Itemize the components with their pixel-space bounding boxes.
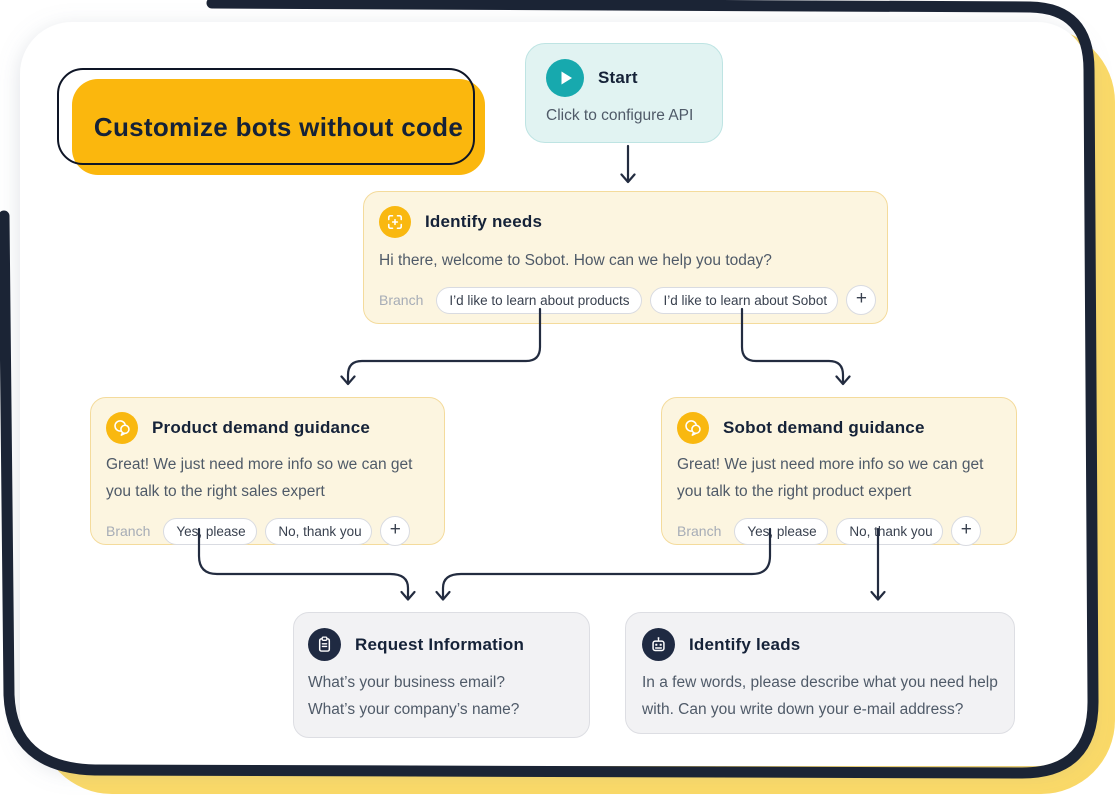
identify-needs-node[interactable]: Identify needs Hi there, welcome to Sobo…: [363, 191, 888, 324]
branch-pill-yes[interactable]: Yes, please: [163, 517, 258, 545]
branch-pill-products[interactable]: I’d like to learn about products: [436, 286, 643, 314]
add-branch-button[interactable]: +: [380, 516, 411, 546]
sobot-guidance-title: Sobot demand guidance: [723, 418, 925, 437]
add-branch-button[interactable]: +: [846, 285, 877, 315]
branch-pill-no[interactable]: No, thank you: [836, 517, 944, 545]
identify-leads-node[interactable]: Identify leads In a few words, please de…: [625, 612, 1015, 734]
branch-pill-no[interactable]: No, thank you: [265, 517, 373, 545]
play-icon: [546, 59, 584, 97]
request-info-line2: What’s your company’s name?: [308, 701, 520, 718]
request-information-node[interactable]: Request Information What’s your business…: [293, 612, 590, 738]
product-guidance-node[interactable]: Product demand guidance Great! We just n…: [90, 397, 445, 546]
product-guidance-title: Product demand guidance: [152, 418, 371, 437]
request-info-line1: What’s your business email?: [308, 674, 505, 691]
request-information-title: Request Information: [355, 634, 525, 654]
identify-leads-line2: with. Can you write down your e-mail add…: [642, 701, 964, 718]
branch-label: Branch: [106, 523, 151, 539]
connector-start-to-identify: [620, 144, 636, 184]
sobot-guidance-node[interactable]: Sobot demand guidance Great! We just nee…: [661, 397, 1017, 546]
identify-needs-title: Identify needs: [425, 212, 543, 231]
add-branch-button[interactable]: +: [951, 516, 982, 546]
robot-icon: [642, 628, 675, 661]
clipboard-icon: [308, 628, 341, 661]
branch-pill-sobot[interactable]: I’d like to learn about Sobot: [650, 286, 839, 314]
identify-leads-title: Identify leads: [689, 634, 801, 654]
branch-label: Branch: [677, 523, 722, 539]
sobot-guidance-message-line2: you talk to the right product expert: [677, 483, 912, 500]
branch-pill-yes[interactable]: Yes, please: [734, 517, 829, 545]
product-guidance-message-line1: Great! We just need more info so we can …: [106, 456, 413, 473]
identify-leads-line1: In a few words, please describe what you…: [642, 674, 998, 691]
scan-target-icon: [379, 206, 411, 238]
headline-banner-outline: [57, 68, 475, 165]
branch-label: Branch: [379, 292, 424, 308]
sobot-guidance-message-line1: Great! We just need more info so we can …: [677, 456, 984, 473]
start-node-title: Start: [598, 68, 638, 87]
start-node-subtitle: Click to configure API: [546, 107, 694, 124]
chat-bubbles-icon: [677, 412, 709, 444]
chat-bubbles-icon: [106, 412, 138, 444]
start-node[interactable]: Start Click to configure API: [525, 43, 723, 143]
product-guidance-message-line2: you talk to the right sales expert: [106, 483, 325, 500]
identify-needs-message: Hi there, welcome to Sobot. How can we h…: [379, 252, 772, 269]
